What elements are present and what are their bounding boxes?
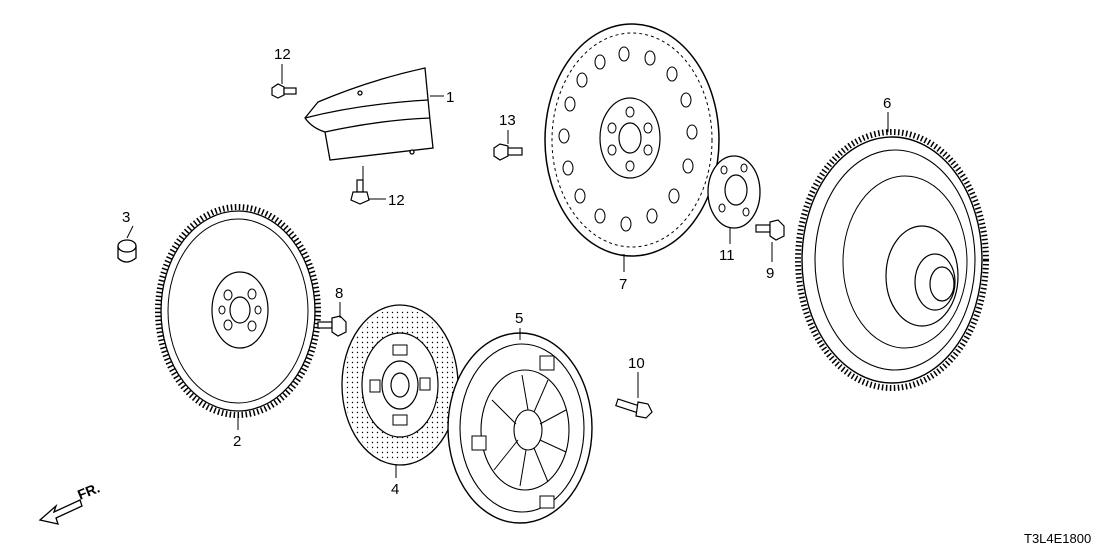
part-1-cover[interactable] [304,67,434,161]
callout-4: 4 [391,481,399,498]
part-7-drive-plate[interactable] [544,23,720,257]
callout-11: 11 [719,247,735,264]
part-8-bolt[interactable] [317,315,347,337]
callout-3: 3 [122,209,130,226]
part-4-clutch-disc[interactable] [341,304,459,466]
callout-7: 7 [619,276,627,293]
part-5-pressure-plate[interactable] [447,332,593,524]
callout-13: 13 [499,112,516,129]
callout-6: 6 [883,95,891,112]
callout-12-lower: 12 [388,192,405,209]
callout-5: 5 [515,310,523,327]
part-11-washer-plate[interactable] [707,155,761,229]
callout-1: 1 [446,89,454,106]
diagram-code: T3L4E1800 [1024,531,1091,546]
callout-2: 2 [233,433,241,450]
part-2-flywheel[interactable] [155,204,321,418]
part-6-torque-converter[interactable] [795,129,989,391]
front-arrow-icon [38,499,83,525]
front-label: FR. [75,479,102,502]
callout-9: 9 [766,265,774,282]
callout-10: 10 [628,355,645,372]
callout-8: 8 [335,285,343,302]
callout-12-upper: 12 [274,46,291,63]
part-9-bolt[interactable] [755,219,785,241]
part-12-bolt-upper[interactable] [271,83,297,99]
part-13-bolt[interactable] [493,143,523,161]
front-direction-indicator: FR. [38,479,102,525]
callouts: 1 12 12 3 2 8 4 5 10 7 13 11 9 6 [122,46,891,498]
part-3-bushing[interactable] [117,239,137,263]
part-10-bolt[interactable] [615,398,653,419]
leader-lines [126,64,889,478]
part-12-bolt-lower[interactable] [350,179,370,205]
